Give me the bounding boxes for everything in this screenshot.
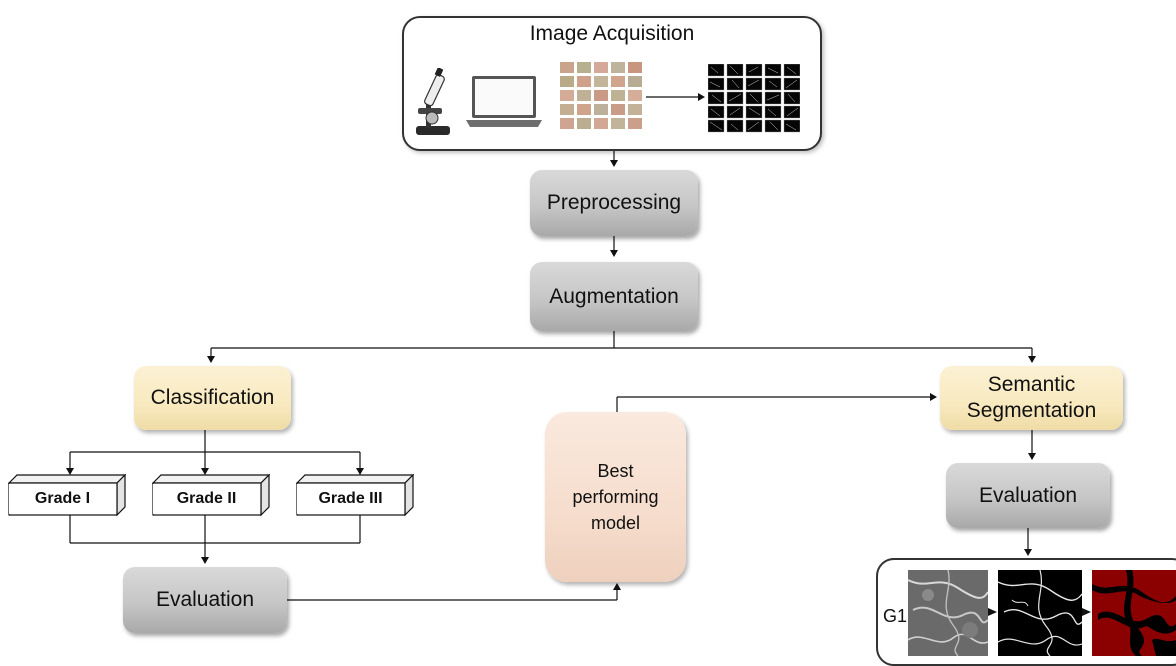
g1-label: G1: [883, 606, 908, 626]
segmentation-label-line2: Segmentation: [966, 399, 1097, 422]
result-arrow-2: [1082, 608, 1091, 616]
grade-3-label: Grade III: [297, 484, 404, 514]
segmentation-results-panel: G1: [876, 558, 1176, 666]
preprocessing-label: Preprocessing: [546, 191, 682, 214]
edge-mask-image: [998, 570, 1082, 656]
grayscale-tissue-image: [908, 570, 988, 656]
grid-arrow: [646, 93, 705, 101]
evaluation-left-label: Evaluation: [155, 588, 255, 611]
evaluation-right-label: Evaluation: [978, 483, 1078, 507]
evaluation-right-box: Evaluation: [946, 463, 1110, 528]
red-segmentation-mask: [1092, 570, 1176, 656]
laptop-icon: [466, 76, 542, 127]
best-model-line3: model: [590, 513, 641, 534]
image-acquisition-panel: Image Acquisition: [402, 16, 822, 151]
segmentation-label-line1: Semantic: [987, 372, 1076, 396]
result-arrow-1: [988, 608, 997, 616]
grade-1-label: Grade I: [9, 484, 116, 514]
best-model-line1: Best: [597, 460, 634, 481]
microscope-icon: [416, 68, 450, 135]
classification-label: Classification: [150, 385, 275, 409]
grade-2-label: Grade II: [153, 484, 260, 514]
classification-box: Classification: [134, 366, 291, 430]
best-model-line2: performing: [572, 486, 659, 507]
histology-image-grid: [560, 62, 644, 134]
preprocessing-box: Preprocessing: [530, 170, 698, 236]
augmentation-label: Augmentation: [549, 284, 679, 308]
binary-mask-grid: [707, 63, 801, 134]
image-acquisition-title: Image Acquisition: [529, 22, 695, 45]
semantic-segmentation-box: Semantic Segmentation: [940, 366, 1123, 430]
augmentation-box: Augmentation: [530, 262, 698, 331]
evaluation-left-box: Evaluation: [123, 567, 287, 633]
best-model-box: Best performing model: [545, 412, 686, 582]
